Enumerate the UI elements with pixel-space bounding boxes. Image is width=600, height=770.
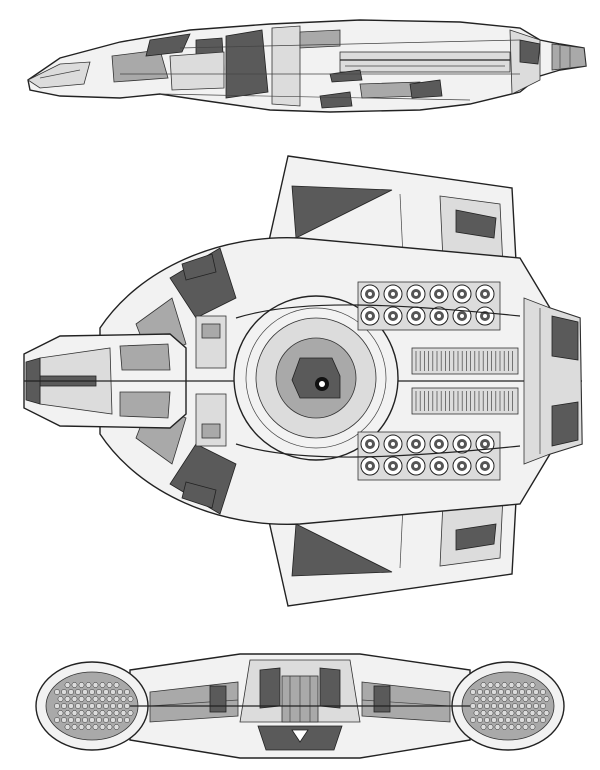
- front-elevation-drawing: [35, 653, 565, 759]
- side-engine-exhaust: [551, 43, 587, 71]
- side-dark-strake-1: [145, 33, 191, 57]
- side-elevation-drawing: [27, 19, 587, 113]
- torpedo-tube: [452, 284, 472, 304]
- torpedo-tube: [429, 306, 449, 326]
- upper-nacelle-dark-panel: [291, 185, 393, 239]
- torpedo-tube: [360, 284, 380, 304]
- side-nacelle-rail: [339, 51, 511, 73]
- vent-grille-lower: [411, 387, 519, 415]
- torpedo-tube: [406, 284, 426, 304]
- side-mid-section: [271, 25, 301, 107]
- side-nose: [27, 61, 91, 89]
- torpedo-tube: [475, 284, 495, 304]
- left-nacelle-grille: [54, 682, 134, 730]
- lower-nacelle-dark-panel: [291, 523, 393, 577]
- torpedo-tube: [383, 284, 403, 304]
- torpedo-tube: [360, 434, 380, 454]
- front-elevation-view: [0, 630, 600, 770]
- torpedo-tube: [452, 434, 472, 454]
- right-nacelle-grille: [470, 682, 550, 730]
- vent-grille-slats: [415, 351, 513, 411]
- torpedo-tube: [360, 306, 380, 326]
- torpedo-tube: [475, 306, 495, 326]
- torpedo-tube: [452, 306, 472, 326]
- torpedo-tube: [452, 456, 472, 476]
- torpedo-tube: [429, 434, 449, 454]
- torpedo-tube: [429, 284, 449, 304]
- torpedo-tube: [429, 456, 449, 476]
- torpedo-tube: [383, 456, 403, 476]
- plan-view-drawing: [23, 155, 583, 607]
- vent-grille-upper: [411, 347, 519, 375]
- side-dark-strake-2: [225, 29, 269, 99]
- side-elevation-view: [0, 0, 600, 130]
- torpedo-tube: [406, 456, 426, 476]
- torpedo-tube-block-upper: [357, 281, 501, 331]
- plan-view: [0, 148, 600, 614]
- torpedo-tube: [360, 456, 380, 476]
- torpedo-tube: [406, 306, 426, 326]
- bridge-module: [291, 357, 341, 399]
- side-window-band: [299, 29, 341, 49]
- torpedo-tube: [475, 456, 495, 476]
- torpedo-tube: [383, 306, 403, 326]
- torpedo-tube: [383, 434, 403, 454]
- torpedo-tube: [406, 434, 426, 454]
